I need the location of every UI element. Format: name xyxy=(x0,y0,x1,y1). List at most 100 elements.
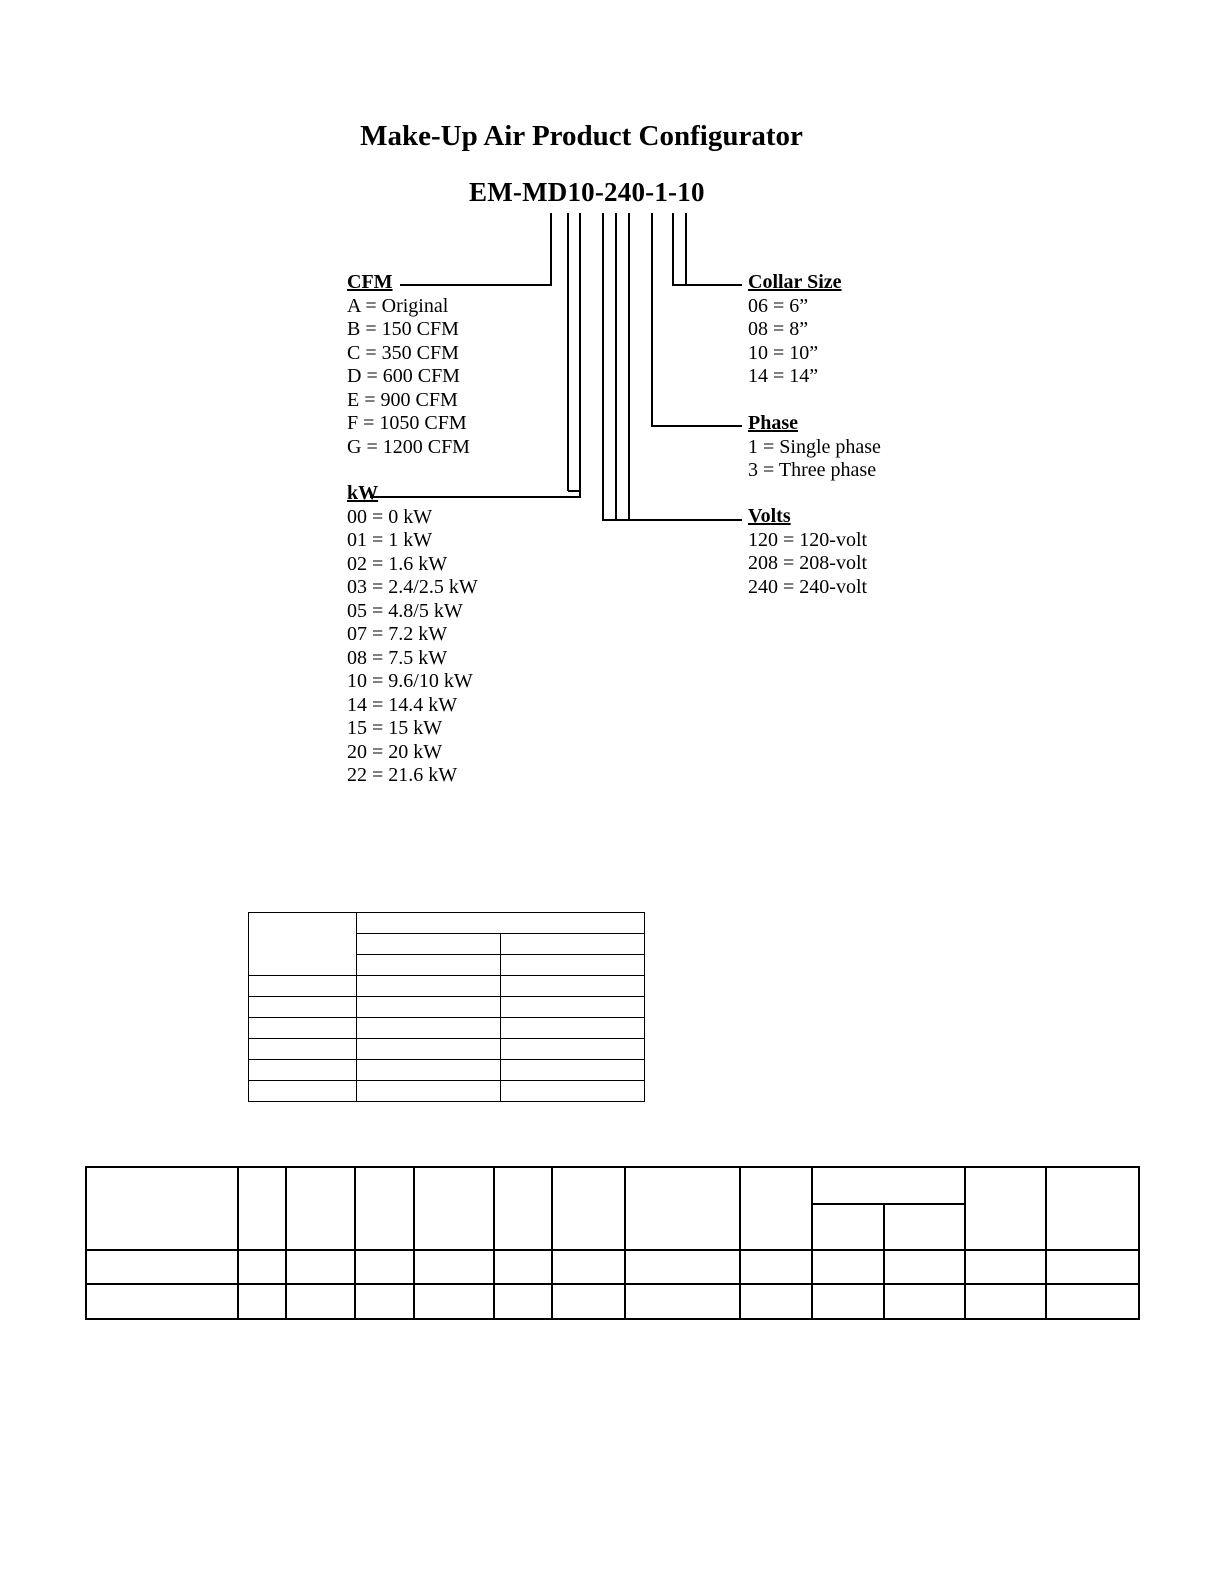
table-cell xyxy=(285,1283,356,1320)
volts-connector xyxy=(602,213,742,521)
table-cell xyxy=(248,1017,357,1039)
kw-heading: kW xyxy=(347,482,379,504)
table-cell xyxy=(248,912,357,976)
volts-item: 120 = 120-volt xyxy=(748,528,868,551)
table-row xyxy=(248,1059,645,1081)
table-cell xyxy=(811,1283,885,1320)
table-cell xyxy=(356,1038,501,1060)
table-row xyxy=(249,954,645,976)
table-cell xyxy=(237,1283,287,1320)
model-code: EM-MD10-240-1-10 xyxy=(469,177,705,207)
table-cell xyxy=(85,1249,239,1285)
table-cell xyxy=(248,996,357,1018)
table-cell xyxy=(811,1203,885,1251)
table-cell xyxy=(500,1080,645,1102)
table-cell xyxy=(413,1249,495,1285)
volts-group: Volts 120 = 120-volt 208 = 208-volt 240 … xyxy=(748,505,867,599)
collar-size-item: 10 = 10” xyxy=(748,341,819,364)
table-row xyxy=(248,912,645,976)
table-cell xyxy=(413,1166,495,1251)
collar-size-heading: Collar Size xyxy=(748,271,842,293)
table-row xyxy=(248,1017,645,1039)
table-cell xyxy=(413,1283,495,1320)
table-cell xyxy=(500,996,645,1018)
table-cell xyxy=(964,1249,1047,1285)
cfm-item: G = 1200 CFM xyxy=(347,435,470,458)
collar-size-item: 06 = 6” xyxy=(748,294,809,317)
table-cell xyxy=(85,1283,239,1320)
cfm-item: A = Original xyxy=(347,294,449,317)
collar-size-group: Collar Size 06 = 6” 08 = 8” 10 = 10” 14 … xyxy=(748,271,842,389)
table-cell xyxy=(811,1249,885,1285)
table-row xyxy=(248,975,645,997)
phase-item: 3 = Three phase xyxy=(748,459,877,481)
kw-item: 07 = 7.2 kW xyxy=(347,623,448,645)
table-cell xyxy=(624,1283,741,1320)
table-cell xyxy=(811,1166,966,1205)
table-cell xyxy=(1045,1166,1140,1251)
kw-item: 01 = 1 kW xyxy=(347,529,433,551)
table-cell xyxy=(248,975,357,997)
table-cell xyxy=(739,1166,813,1251)
table-cell xyxy=(551,1283,626,1320)
table-cell xyxy=(1045,1249,1140,1285)
table-cell xyxy=(500,1038,645,1060)
kw-item: 08 = 7.5 kW xyxy=(347,646,448,669)
phase-item: 1 = Single phase xyxy=(748,435,881,458)
cfm-item: F = 1050 CFM xyxy=(347,412,467,434)
table-cell xyxy=(354,1166,415,1251)
collar-size-item: 14 = 14” xyxy=(748,365,819,387)
table-row xyxy=(86,1203,1139,1251)
table-cell xyxy=(356,912,645,934)
table-cell xyxy=(500,933,645,955)
volts-item: 208 = 208-volt xyxy=(748,552,868,574)
table-row xyxy=(85,1166,1140,1251)
cfm-item: C = 350 CFM xyxy=(347,341,459,364)
cfm-item: D = 600 CFM xyxy=(347,365,460,387)
table-row xyxy=(248,996,645,1018)
kw-item: 14 = 14.4 kW xyxy=(347,693,458,716)
table-row xyxy=(248,1038,645,1060)
collar-size-item: 08 = 8” xyxy=(748,318,809,340)
kw-item: 22 = 21.6 kW xyxy=(347,764,458,786)
table-cell xyxy=(1045,1283,1140,1320)
kw-item: 20 = 20 kW xyxy=(347,740,443,763)
table-cell xyxy=(248,1059,357,1081)
volts-heading: Volts xyxy=(748,505,791,527)
table-cell xyxy=(237,1249,287,1285)
phase-group: Phase 1 = Single phase 3 = Three phase xyxy=(748,412,881,483)
phase-connector xyxy=(651,213,742,427)
table-cell xyxy=(883,1249,966,1285)
kw-item: 15 = 15 kW xyxy=(347,717,443,739)
kw-item: 00 = 0 kW xyxy=(347,505,433,528)
table-cell xyxy=(493,1283,553,1320)
table-cell xyxy=(356,1059,501,1081)
page-title: Make-Up Air Product Configurator xyxy=(360,120,803,152)
cfm-group: CFM A = Original B = 150 CFM C = 350 CFM… xyxy=(347,271,470,459)
table-row xyxy=(248,1080,645,1102)
kw-item: 03 = 2.4/2.5 kW xyxy=(347,576,478,598)
small-empty-table xyxy=(248,912,645,1102)
volts-item: 240 = 240-volt xyxy=(748,575,868,598)
cfm-item: E = 900 CFM xyxy=(347,388,458,411)
kw-item: 05 = 4.8/5 kW xyxy=(347,599,463,622)
collar-connector xyxy=(672,213,742,286)
kw-group: kW 00 = 0 kW 01 = 1 kW 02 = 1.6 kW 03 = … xyxy=(347,482,478,788)
table-cell xyxy=(500,975,645,997)
table-cell xyxy=(493,1166,553,1251)
table-cell xyxy=(285,1166,356,1251)
cfm-connector xyxy=(400,213,552,286)
table-cell xyxy=(237,1166,287,1251)
cfm-item: B = 150 CFM xyxy=(347,318,459,340)
table-cell xyxy=(739,1249,813,1285)
table-cell xyxy=(883,1203,966,1251)
table-cell xyxy=(500,1017,645,1039)
table-cell xyxy=(964,1166,1047,1251)
table-cell xyxy=(85,1166,239,1251)
table-cell xyxy=(624,1249,741,1285)
table-cell xyxy=(493,1249,553,1285)
table-cell xyxy=(356,975,501,997)
table-cell xyxy=(248,1038,357,1060)
kw-connector-b xyxy=(370,213,581,498)
